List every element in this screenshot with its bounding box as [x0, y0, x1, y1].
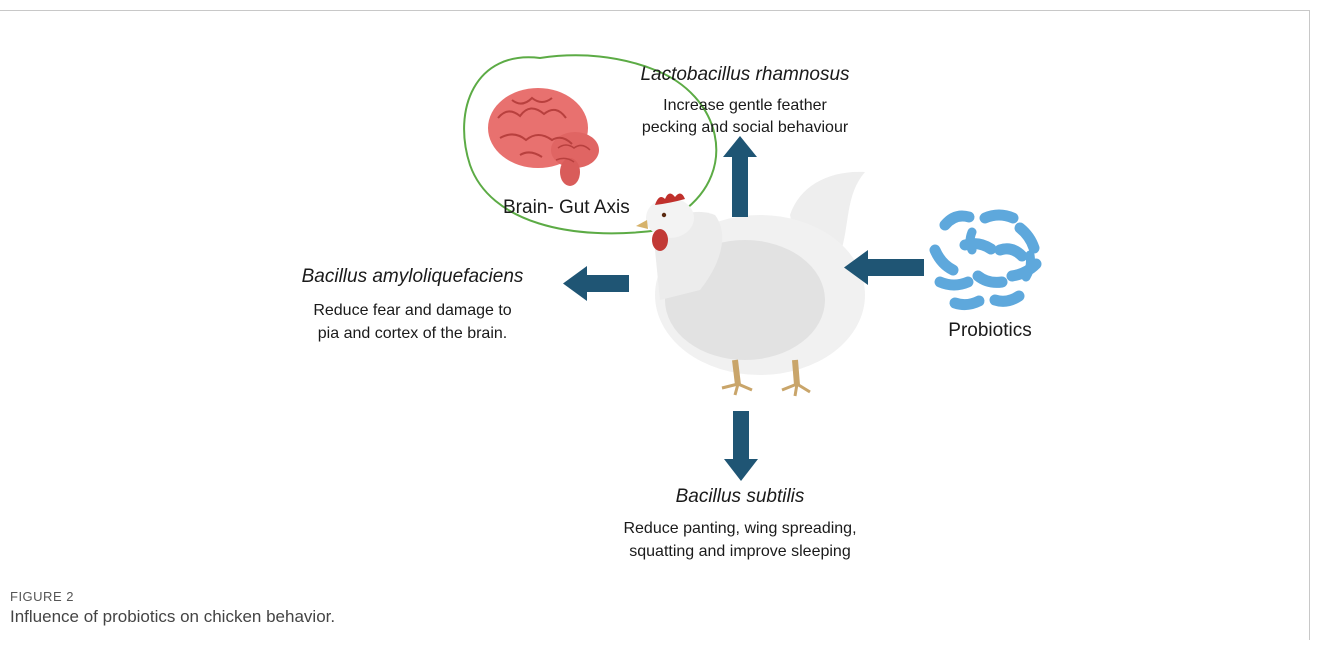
arrow-down-icon: [724, 411, 758, 481]
bottom-species-name: Bacillus subtilis: [615, 486, 865, 508]
left-effect-line1: Reduce fear and damage to: [270, 300, 555, 322]
bacteria-icon: [935, 215, 1036, 305]
left-effect-line2: pia and cortex of the brain.: [270, 323, 555, 345]
brain-gut-axis-label: Brain- Gut Axis: [503, 197, 630, 219]
figure-caption: Influence of probiotics on chicken behav…: [10, 607, 335, 627]
bottom-effect-line2: squatting and improve sleeping: [590, 541, 890, 563]
brain-icon: [488, 88, 599, 186]
chicken-illustration: [636, 172, 865, 396]
arrow-left-icon: [563, 266, 629, 301]
top-effect-line2: pecking and social behaviour: [600, 117, 890, 139]
left-species-name: Bacillus amyloliquefaciens: [270, 266, 555, 288]
arrow-up-icon: [723, 136, 757, 217]
top-effect-line1: Increase gentle feather: [600, 95, 890, 117]
top-species-name: Lactobacillus rhamnosus: [600, 64, 890, 86]
figure-label: FIGURE 2: [10, 589, 74, 604]
bottom-effect-line1: Reduce panting, wing spreading,: [590, 518, 890, 540]
probiotics-label: Probiotics: [930, 320, 1050, 342]
